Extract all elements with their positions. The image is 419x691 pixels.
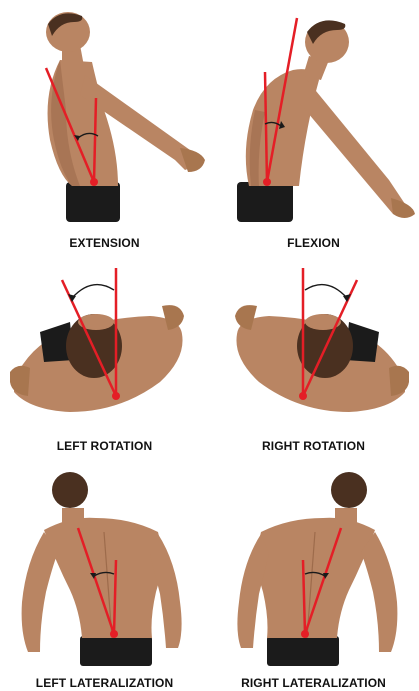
left-lateralization-figure xyxy=(0,472,210,668)
left-rotation-label: LEFT ROTATION xyxy=(0,439,209,453)
extension-figure xyxy=(0,0,210,225)
extension-label: EXTENSION xyxy=(0,236,209,250)
left-lateralization-label: LEFT LATERALIZATION xyxy=(0,676,209,690)
right-lateralization-figure xyxy=(209,472,419,668)
right-lateralization-label: RIGHT LATERALIZATION xyxy=(209,676,418,690)
left-rotation-figure xyxy=(0,262,210,432)
right-rotation-label: RIGHT ROTATION xyxy=(209,439,418,453)
right-rotation-figure xyxy=(209,262,419,432)
flexion-label: FLEXION xyxy=(209,236,418,250)
flexion-figure xyxy=(209,0,419,225)
